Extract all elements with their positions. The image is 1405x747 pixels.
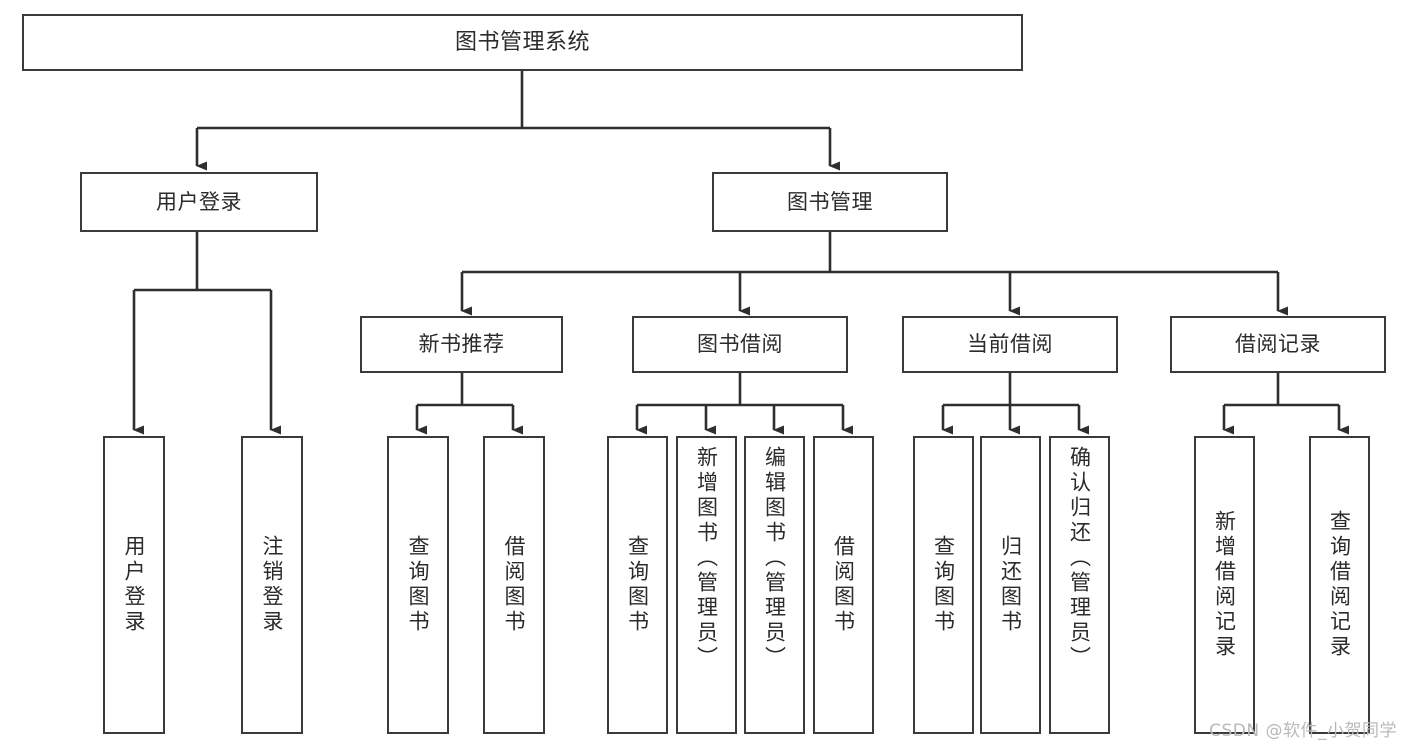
node-leaf-user-login[interactable]: 用户登录: [103, 436, 165, 734]
node-leaf-edit-book[interactable]: 编辑图书（管理员）: [744, 436, 805, 734]
node-leaf-user-logout[interactable]: 注销登录: [241, 436, 303, 734]
node-borrow-record[interactable]: 借阅记录: [1170, 316, 1386, 373]
node-label: 用户登录: [122, 535, 147, 635]
node-label: 查询图书: [406, 535, 431, 635]
node-leaf-query-book-borrow[interactable]: 查询图书: [607, 436, 668, 734]
node-label: 确认归还（管理员）: [1067, 446, 1092, 671]
node-leaf-query-borrow-record[interactable]: 查询借阅记录: [1309, 436, 1370, 734]
node-book-borrow[interactable]: 图书借阅: [632, 316, 848, 373]
node-label: 查询借阅记录: [1327, 510, 1352, 660]
node-label: 新书推荐: [418, 332, 505, 357]
node-leaf-add-book[interactable]: 新增图书（管理员）: [676, 436, 737, 734]
node-label: 借阅图书: [502, 535, 527, 635]
node-label: 归还图书: [998, 535, 1023, 635]
node-label: 新增借阅记录: [1212, 510, 1237, 660]
node-root-system[interactable]: 图书管理系统: [22, 14, 1023, 71]
node-leaf-borrow-book-recommend[interactable]: 借阅图书: [483, 436, 545, 734]
node-new-book-recommend[interactable]: 新书推荐: [360, 316, 563, 373]
node-leaf-borrow-book[interactable]: 借阅图书: [813, 436, 874, 734]
node-label: 图书管理系统: [454, 29, 590, 55]
node-leaf-return-book[interactable]: 归还图书: [980, 436, 1041, 734]
node-label: 新增图书（管理员）: [694, 446, 719, 671]
node-leaf-query-book-recommend[interactable]: 查询图书: [387, 436, 449, 734]
node-label: 注销登录: [260, 535, 285, 635]
node-label: 查询图书: [931, 535, 956, 635]
node-label: 查询图书: [625, 535, 650, 635]
node-label: 图书借阅: [697, 332, 783, 357]
node-label: 当前借阅: [967, 332, 1053, 357]
node-leaf-query-book-current[interactable]: 查询图书: [913, 436, 974, 734]
node-current-borrow[interactable]: 当前借阅: [902, 316, 1118, 373]
node-label: 编辑图书（管理员）: [762, 446, 787, 671]
node-user-login[interactable]: 用户登录: [80, 172, 318, 232]
node-label: 图书管理: [787, 189, 873, 214]
node-label: 借阅记录: [1235, 332, 1321, 357]
node-book-management[interactable]: 图书管理: [712, 172, 948, 232]
node-label: 用户登录: [156, 189, 242, 214]
csdn-watermark: CSDN @软件_小贺同学: [1209, 721, 1397, 741]
node-leaf-confirm-return[interactable]: 确认归还（管理员）: [1049, 436, 1110, 734]
node-leaf-add-borrow-record[interactable]: 新增借阅记录: [1194, 436, 1255, 734]
node-label: 借阅图书: [831, 535, 856, 635]
